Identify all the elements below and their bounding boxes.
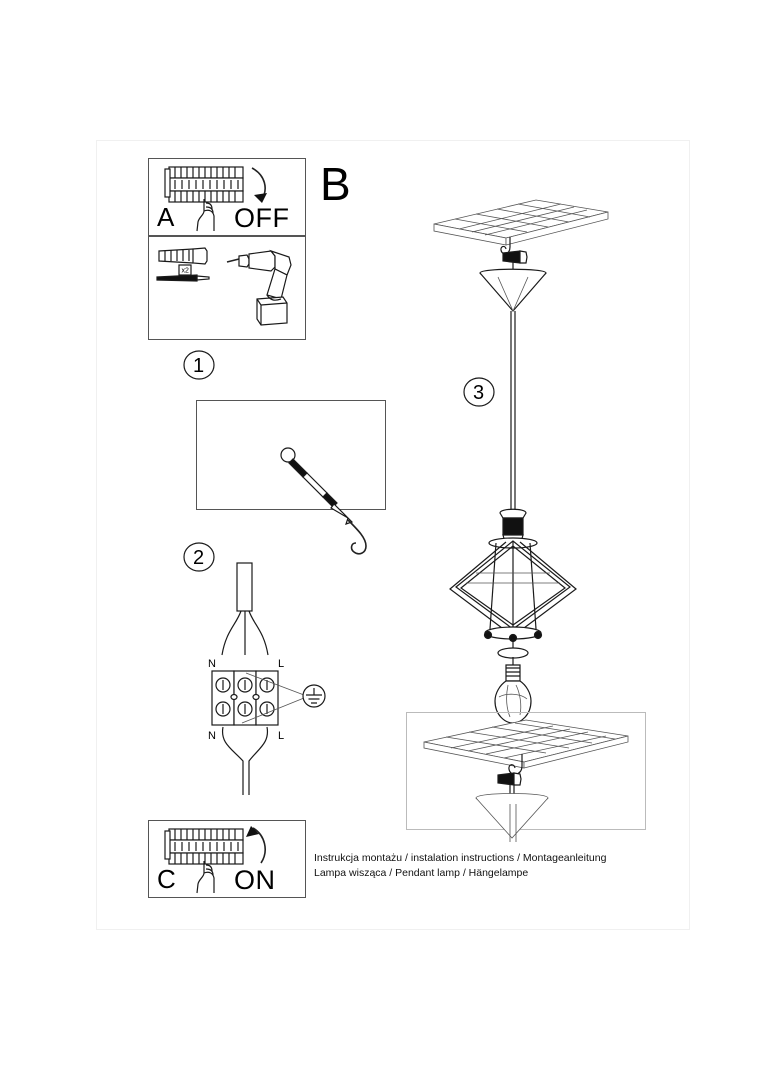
terminal-label-l-bottom: L bbox=[278, 730, 284, 742]
caption-block: Instrukcja montażu / instalation instruc… bbox=[314, 851, 644, 881]
diamond-cage-shade bbox=[449, 537, 577, 643]
hand-pointing-icon bbox=[196, 861, 215, 894]
panel-a: A OFF bbox=[148, 158, 306, 236]
ceiling-plate bbox=[433, 199, 609, 246]
panel-hook-graphic bbox=[196, 400, 416, 560]
terminal-label-l-top: L bbox=[278, 658, 284, 670]
suspension-cable bbox=[510, 311, 516, 510]
quantity-label: x2 bbox=[182, 268, 190, 275]
terminal-block-icon bbox=[211, 670, 279, 726]
light-bulb bbox=[494, 639, 532, 724]
panel-a-action-label: OFF bbox=[234, 203, 290, 233]
earth-leader-lines bbox=[241, 672, 305, 724]
canopy-cone bbox=[479, 268, 547, 312]
outgoing-cable-icon bbox=[221, 726, 269, 795]
panel-c-graphic: C ON bbox=[157, 826, 276, 895]
step-1: 1 bbox=[182, 348, 218, 382]
step-3: 3 bbox=[462, 375, 498, 409]
section-b-letter: B bbox=[320, 158, 351, 210]
panel-drill-graphic: x2 bbox=[156, 247, 292, 326]
ceiling-hook-detail bbox=[508, 754, 523, 775]
curved-arrow-down-icon bbox=[251, 167, 267, 203]
lamp-assembly-graphic bbox=[410, 185, 640, 724]
terminal-label-n-bottom: N bbox=[208, 730, 216, 742]
drill-icon bbox=[226, 249, 292, 326]
screw-icon bbox=[156, 274, 210, 282]
earth-ground-icon bbox=[302, 684, 326, 708]
panel-detail-graphic bbox=[406, 712, 646, 842]
canopy-cone-detail bbox=[475, 793, 549, 842]
hook-screw-icon bbox=[280, 447, 367, 555]
panel-a-graphic: A OFF bbox=[157, 166, 290, 233]
incoming-cable-icon bbox=[221, 562, 269, 656]
panel-c-action-label: ON bbox=[234, 865, 276, 895]
section-b-label: B bbox=[318, 158, 368, 214]
caption-line-1: Instrukcja montażu / instalation instruc… bbox=[314, 852, 607, 864]
step-3-number: 3 bbox=[473, 382, 484, 404]
circuit-breaker-panel-icon bbox=[164, 166, 244, 203]
ceiling-hook bbox=[500, 237, 511, 255]
lamp-holder bbox=[499, 508, 527, 543]
step-2: 2 bbox=[182, 540, 218, 574]
quantity-badge: x2 bbox=[178, 264, 192, 276]
circuit-breaker-panel-icon bbox=[164, 828, 244, 865]
ceiling-plate-detail bbox=[423, 719, 629, 769]
hand-pointing-icon bbox=[196, 199, 215, 232]
panel-hook bbox=[196, 400, 386, 510]
panel-c-letter: C bbox=[157, 864, 176, 894]
step-1-number: 1 bbox=[193, 355, 204, 377]
step-2-number: 2 bbox=[193, 547, 204, 569]
panel-drill: x2 bbox=[148, 236, 306, 340]
page-border bbox=[96, 140, 690, 930]
cable-clamp-detail bbox=[497, 772, 522, 798]
panel-c: C ON bbox=[148, 820, 306, 898]
terminal-block-diagram: N L bbox=[186, 555, 336, 805]
wall-plug-icon bbox=[158, 247, 208, 265]
curved-arrow-up-icon bbox=[246, 826, 266, 864]
caption-line-2: Lampa wisząca / Pendant lamp / Hängelamp… bbox=[314, 867, 529, 879]
panel-a-letter: A bbox=[157, 202, 175, 232]
terminal-label-n-top: N bbox=[208, 658, 216, 670]
panel-detail-ceiling bbox=[406, 712, 646, 830]
